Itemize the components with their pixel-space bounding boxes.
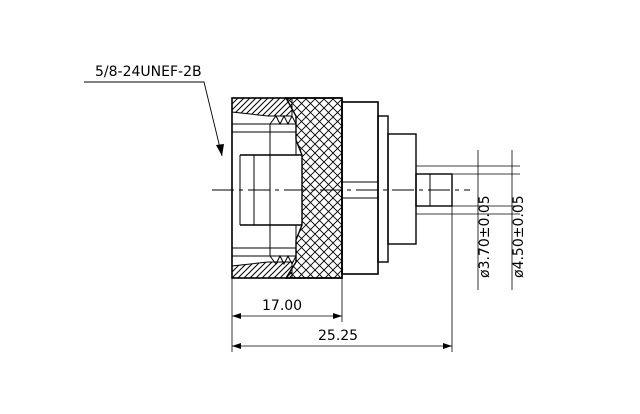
coupling-nut [231, 97, 343, 279]
top-hatched-wall [231, 97, 293, 117]
dim-pin-diameter: ø3.70±0.05 [477, 195, 493, 278]
thread-leader [84, 81, 223, 157]
dim-outer-diameter: ø4.50±0.05 [511, 195, 527, 278]
thread-lower [269, 225, 297, 266]
knurled-section [284, 97, 343, 279]
thread-callout: 5/8-24UNEF-2B [95, 64, 202, 80]
bottom-hatched-wall [231, 261, 293, 279]
dim-inner-length: 17.00 [262, 298, 302, 314]
thread-upper [269, 114, 297, 155]
center-pin [415, 173, 453, 207]
dim-total-length: 25.25 [318, 328, 358, 344]
back-shell [341, 101, 417, 275]
